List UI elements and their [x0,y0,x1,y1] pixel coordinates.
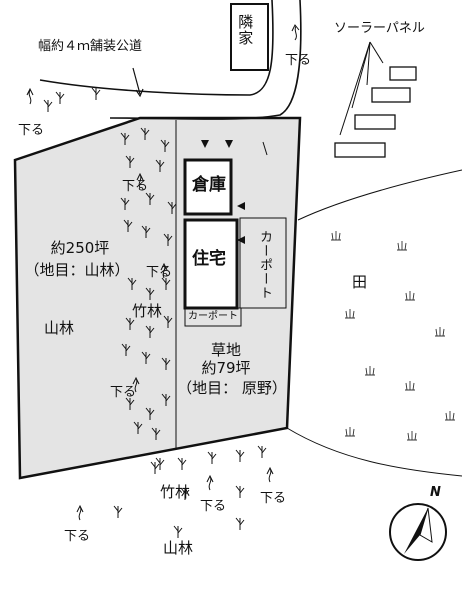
bamboo-mark [155,457,165,470]
bamboo-mark [91,87,101,100]
grass-mark [397,241,407,251]
storage-label: 倉庫 [192,175,226,195]
slope-label-bamboo-mid: 下る [146,265,173,280]
bamboo-mark [257,445,267,458]
bamboo-mark [121,343,131,356]
bamboo-mark [235,485,245,498]
bamboo-mark [141,225,151,238]
slope-label-forest-lower: 下る [110,385,137,400]
grass-mark [365,366,375,376]
grass-mark [331,231,341,241]
bamboo-mark [55,91,65,104]
forest-name-label: 山林 [44,319,75,337]
compass [389,503,447,561]
slope-label-bottom-left: 下る [64,529,91,544]
slope-label-road-left: 下る [18,123,45,138]
carport-right-label: カーポート [256,230,272,300]
bamboo-mark [140,127,150,140]
slope-label-lot-top: 下る [122,179,149,194]
bamboo-mark [151,427,161,440]
bamboo-mark [141,351,151,364]
field-boundary-north [297,169,462,221]
bamboo-mark [150,461,160,474]
bamboo-mark [145,287,155,300]
neighbor-house [230,3,269,71]
field-label: 田 [352,273,368,291]
forest-area-label: 約250坪 [50,239,110,257]
bamboo-mark [167,201,177,214]
bamboo-mark [160,139,170,152]
bamboo-mark [133,421,143,434]
road-edge-south [109,0,302,120]
grass-mark [405,381,415,391]
bamboo-mark [163,233,173,246]
storage-building [183,158,233,216]
field-boundary-south [286,427,462,477]
grass-name-label: 草地 [210,341,241,359]
carport-bottom-label: カーポート [188,311,238,322]
bamboo-mark [180,487,190,500]
neighbor-label: 隣家 [236,14,255,46]
solar-panels [334,66,417,158]
bamboo-mark [113,505,123,518]
grass-area-label: 約79坪 [201,359,251,377]
bamboo-mark [125,155,135,168]
road-arrow [132,67,141,95]
bamboo-mark [125,397,135,410]
grass-mark [405,291,415,301]
grass-mark [407,431,417,441]
slope-label-bottom-right: 下る [260,491,287,506]
bamboo-mark [127,277,137,290]
bamboo-mark [125,317,135,330]
bamboo-mark [43,99,53,112]
road-label: 幅約４ｍ舗装公道 [38,39,143,54]
bamboo-mark [235,517,245,530]
bamboo-mark [161,277,171,290]
bamboo-mark [145,407,155,420]
bamboo-mark [177,457,187,470]
grass-mark [345,309,355,319]
bamboo-mark [145,325,155,338]
bamboo-label-inside: 竹林 [132,302,163,320]
carport-right [239,217,287,309]
grass-category-label: （地目： 原野） [177,379,287,397]
grass-mark [445,411,455,421]
bamboo-mark [155,159,165,172]
bamboo-mark [120,197,130,210]
bamboo-mark [173,525,183,538]
slope-label-bottom-center: 下る [200,499,227,514]
compass-north-label: N [430,485,441,500]
house-building [183,218,239,310]
bamboo-mark [145,192,155,205]
outside-forest-label: 山林 [163,539,194,557]
grass-mark [345,427,355,437]
bamboo-mark [123,219,133,232]
bamboo-mark [120,132,130,145]
forest-category-label: （地目：山林） [24,261,130,279]
house-label: 住宅 [192,249,226,269]
bamboo-mark [161,393,171,406]
bamboo-label-outside: 竹林 [160,483,191,501]
solar-pointer [339,41,384,136]
bamboo-mark [161,357,171,370]
slope-label-neighbor: 下る [285,53,312,68]
solar-label: ソーラーパネル [334,21,425,36]
bamboo-mark [235,449,245,462]
road-edge-north [39,0,274,96]
bamboo-mark [163,315,173,328]
bamboo-mark [207,451,217,464]
grass-mark [435,327,445,337]
